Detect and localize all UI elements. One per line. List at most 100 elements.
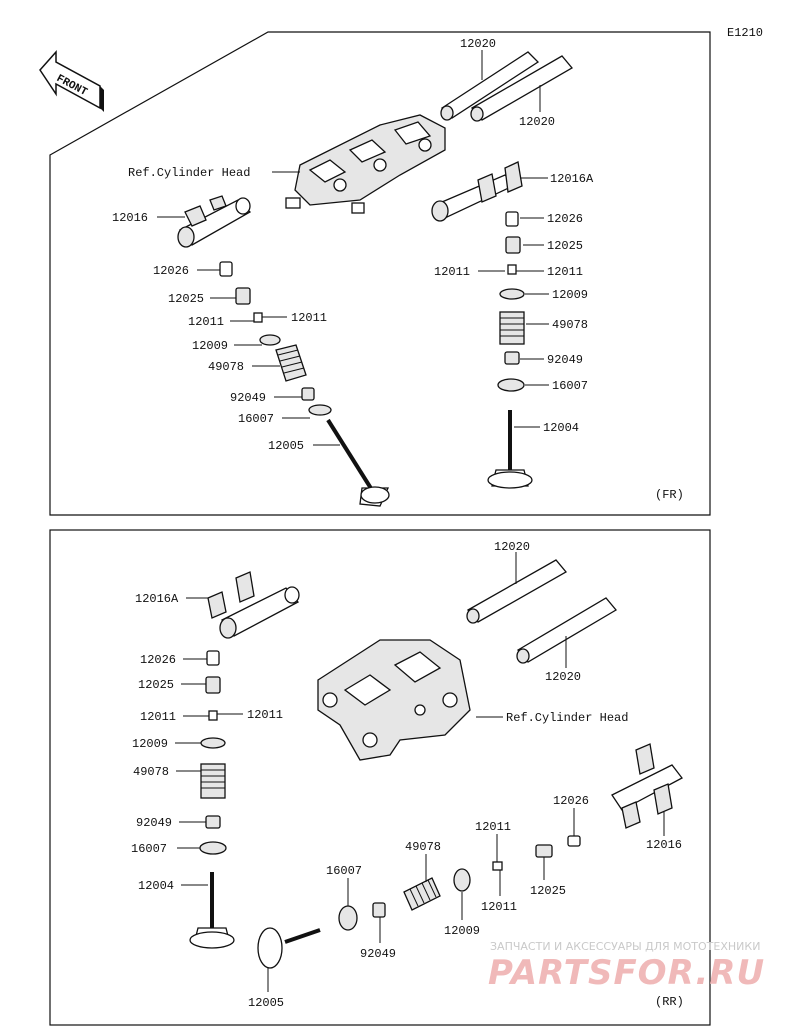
- panel-fr-frame: [49, 31, 711, 516]
- label-rr-92049-right: 92049: [360, 947, 396, 961]
- adjuster-rr-right: [567, 835, 581, 847]
- seal-fr-right: [504, 351, 520, 365]
- cotter-fr-right: [507, 264, 517, 275]
- rocker-arm-fr-right: [431, 161, 523, 222]
- panel-rr: (RR): [49, 529, 711, 1026]
- label-fr-12026-left: 12026: [153, 264, 189, 278]
- label-fr-12009-right: 12009: [552, 288, 588, 302]
- spring-fr-left: [275, 344, 307, 382]
- label-fr-12011-left-b: 12011: [291, 311, 327, 325]
- seal-rr-left: [205, 815, 221, 829]
- label-rr-12020-b: 12020: [545, 670, 581, 684]
- spring-rr-left: [200, 763, 226, 799]
- spring-seat-rr-right: [453, 868, 471, 892]
- label-fr-ref-cylinder-head: Ref.Cylinder Head: [128, 166, 250, 180]
- label-rr-12011-left-a: 12011: [140, 710, 176, 724]
- retainer-rr-right: [535, 844, 553, 858]
- watermark-line1: ЗАПЧАСТИ И АКСЕССУАРЫ ДЛЯ МОТОТЕХНИКИ: [490, 940, 760, 953]
- label-fr-12004: 12004: [543, 421, 579, 435]
- seat-rr-right: [338, 905, 358, 931]
- intake-valve-fr: [487, 410, 533, 489]
- panel-rr-frame: [49, 529, 711, 1026]
- spring-rr-right: [403, 877, 441, 911]
- label-rr-12025-right: 12025: [530, 884, 566, 898]
- label-rr-12016: 12016: [646, 838, 682, 852]
- label-fr-12005: 12005: [268, 439, 304, 453]
- rocker-shaft-fr-1: [440, 51, 540, 121]
- rocker-shaft-rr-1: [466, 559, 567, 624]
- adjuster-fr-left: [219, 261, 233, 277]
- label-fr-92049-right: 92049: [547, 353, 583, 367]
- label-fr-12011-right-a: 12011: [434, 265, 470, 279]
- label-rr-12011-left-b: 12011: [247, 708, 283, 722]
- label-fr-92049-left: 92049: [230, 391, 266, 405]
- exhaust-valve-rr: [257, 927, 321, 969]
- cotter-fr-left: [253, 312, 263, 323]
- label-rr-12011-right-a: 12011: [475, 820, 511, 834]
- label-fr-12009-left: 12009: [192, 339, 228, 353]
- label-fr-12025-left: 12025: [168, 292, 204, 306]
- label-rr-12026-right: 12026: [553, 794, 589, 808]
- diagram-code: E1210: [727, 26, 763, 40]
- label-rr-49078-left: 49078: [133, 765, 169, 779]
- exhaust-valve-fr: [326, 418, 390, 507]
- seat-rr-left: [199, 841, 227, 855]
- panel-rr-tag: (RR): [655, 995, 684, 1009]
- front-arrow-icon: FRONT: [39, 50, 104, 112]
- retainer-fr-left: [235, 287, 251, 305]
- rocker-arm-rr-right: [611, 743, 683, 829]
- label-fr-16007-right: 16007: [552, 379, 588, 393]
- label-rr-12011-right-b: 12011: [481, 900, 517, 914]
- cotter-rr-right: [492, 861, 503, 871]
- panel-fr-tag: (FR): [655, 488, 684, 502]
- label-fr-12020-b: 12020: [519, 115, 555, 129]
- label-rr-12026-left: 12026: [140, 653, 176, 667]
- label-rr-12004: 12004: [138, 879, 174, 893]
- panel-fr: (FR): [49, 31, 711, 516]
- label-rr-12009-left: 12009: [132, 737, 168, 751]
- leaders-fr: [157, 50, 549, 446]
- spring-fr-right: [499, 311, 525, 345]
- spring-seat-rr-left: [200, 737, 226, 749]
- seat-fr-left: [308, 404, 332, 416]
- spring-seat-fr-left: [259, 334, 281, 346]
- cylinder-head-rr: [317, 639, 471, 761]
- label-rr-12009-right: 12009: [444, 924, 480, 938]
- label-fr-12011-left-a: 12011: [188, 315, 224, 329]
- label-rr-16007-right: 16007: [326, 864, 362, 878]
- rocker-shaft-rr-2: [516, 597, 617, 664]
- label-rr-ref-cylinder-head: Ref.Cylinder Head: [506, 711, 628, 725]
- label-rr-12016a: 12016A: [135, 592, 179, 606]
- label-rr-12005: 12005: [248, 996, 284, 1010]
- rocker-shaft-fr-2: [470, 55, 573, 122]
- label-rr-16007-left: 16007: [131, 842, 167, 856]
- label-fr-12025-right: 12025: [547, 239, 583, 253]
- label-fr-12016: 12016: [112, 211, 148, 225]
- label-fr-16007-left: 16007: [238, 412, 274, 426]
- retainer-rr-left: [205, 676, 221, 694]
- watermark: ЗАПЧАСТИ И АКСЕССУАРЫ ДЛЯ МОТОТЕХНИКИ PA…: [488, 940, 765, 993]
- label-rr-12025-left: 12025: [138, 678, 174, 692]
- rocker-arm-fr-left: [177, 195, 252, 248]
- seal-fr-left: [301, 387, 315, 401]
- label-rr-49078-right: 49078: [405, 840, 441, 854]
- label-rr-12020-a: 12020: [494, 540, 530, 554]
- label-fr-12020-a: 12020: [460, 37, 496, 51]
- label-fr-49078-right: 49078: [552, 318, 588, 332]
- label-fr-12011-right-b: 12011: [547, 265, 583, 279]
- cotter-rr-left: [208, 710, 218, 721]
- label-fr-12016a: 12016A: [550, 172, 594, 186]
- spring-seat-fr-right: [499, 288, 525, 300]
- label-fr-12026-right: 12026: [547, 212, 583, 226]
- seal-rr-right: [372, 902, 386, 918]
- rocker-arm-rr-left: [207, 571, 300, 639]
- leaders-rr: [175, 552, 665, 992]
- cylinder-head-fr: [285, 114, 446, 214]
- watermark-logo: PARTSFOR.RU: [488, 953, 765, 993]
- label-rr-92049-left: 92049: [136, 816, 172, 830]
- intake-valve-rr: [189, 872, 235, 949]
- seat-fr-right: [497, 378, 525, 392]
- adjuster-rr-left: [206, 650, 220, 666]
- adjuster-fr-right: [505, 211, 519, 227]
